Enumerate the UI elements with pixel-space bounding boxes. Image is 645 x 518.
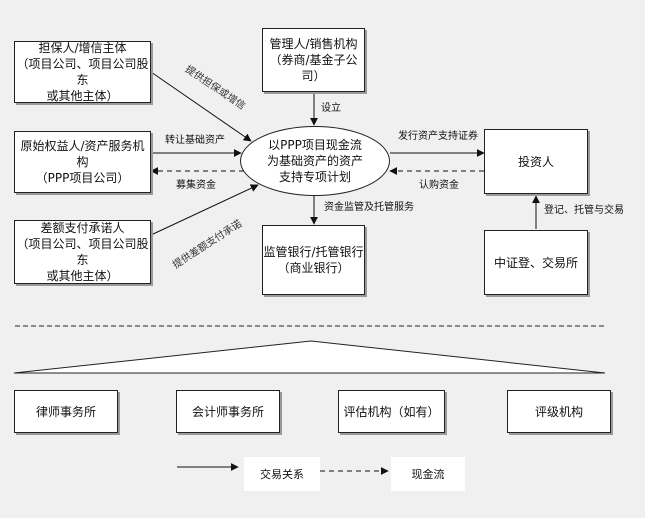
guarantee-arrow (150, 71, 252, 142)
spv-ellipse: 以PPP项目现金流 为基础资产的资产 支持专项计划 (240, 126, 390, 196)
shortfall-arrow (150, 184, 259, 236)
agency-accounting-firm-label: 会计师事务所 (191, 404, 264, 419)
legend-transaction: 交易关系 (244, 457, 320, 491)
guarantor-line-2: （项目公司、项目公司股东 (16, 57, 149, 87)
agency-rating-label: 评级机构 (534, 404, 583, 419)
spv-line-3: 支持专项计划 (278, 170, 351, 184)
exchange-box: 中证登、交易所 (484, 230, 588, 295)
shortfall-line-1: 差额支付承诺人 (40, 221, 125, 235)
agency-law-firm-label: 律师事务所 (35, 404, 96, 419)
shortfall-line-2: （项目公司、项目公司股东 (16, 237, 149, 267)
exchange-label: 中证登、交易所 (493, 255, 578, 270)
legend-cash-flow: 现金流 (391, 457, 465, 491)
agency-triangle (13, 340, 606, 374)
spv-line-2: 为基础资产的资产 (266, 154, 363, 168)
agency-appraisal: 评估机构（如有） (338, 390, 445, 433)
agency-appraisal-label: 评估机构（如有） (343, 404, 440, 419)
establish-label: 设立 (321, 103, 341, 114)
guarantor-box: 担保人/增信主体 （项目公司、项目公司股东 或其他主体） (14, 41, 151, 103)
guarantor-line-3: 或其他主体） (46, 89, 119, 103)
issue-label: 发行资产支持证券 (398, 131, 478, 142)
transfer-label: 转让基础资产 (165, 135, 225, 146)
custodian-line-1: 监管银行/托管银行 (263, 245, 364, 259)
guarantor-line-1: 担保人/增信主体 (38, 41, 127, 55)
manager-line-1: 管理人/销售机构 (269, 37, 358, 51)
agency-law-firm: 律师事务所 (14, 390, 118, 433)
manager-box: 管理人/销售机构 （券商/基金子公司） (262, 28, 365, 92)
supervision-label: 资金监管及托管服务 (324, 202, 414, 213)
spv-line-1: 以PPP项目现金流 (268, 138, 362, 152)
legend-cash-flow-label: 现金流 (411, 468, 445, 481)
originator-line-1: 原始权益人/资产服务机构 (20, 139, 145, 169)
investor-box: 投资人 (484, 129, 588, 194)
subscribe-label: 认购资金 (419, 180, 459, 191)
originator-line-2: （PPP项目公司） (35, 171, 130, 185)
agency-accounting-firm: 会计师事务所 (176, 390, 280, 433)
originator-box: 原始权益人/资产服务机构 （PPP项目公司） (14, 131, 151, 193)
investor-label: 投资人 (517, 154, 554, 169)
raise-funds-label: 募集资金 (176, 180, 216, 191)
agency-rating: 评级机构 (507, 390, 611, 433)
manager-line-2: （券商/基金子公司） (269, 53, 358, 83)
custodian-box: 监管银行/托管银行 （商业银行） (262, 225, 365, 295)
registration-label: 登记、托管与交易 (544, 205, 624, 216)
shortfall-line-3: 或其他主体） (46, 269, 119, 283)
legend-transaction-label: 交易关系 (260, 468, 304, 481)
shortfall-box: 差额支付承诺人 （项目公司、项目公司股东 或其他主体） (14, 220, 151, 284)
custodian-line-2: （商业银行） (277, 261, 350, 275)
